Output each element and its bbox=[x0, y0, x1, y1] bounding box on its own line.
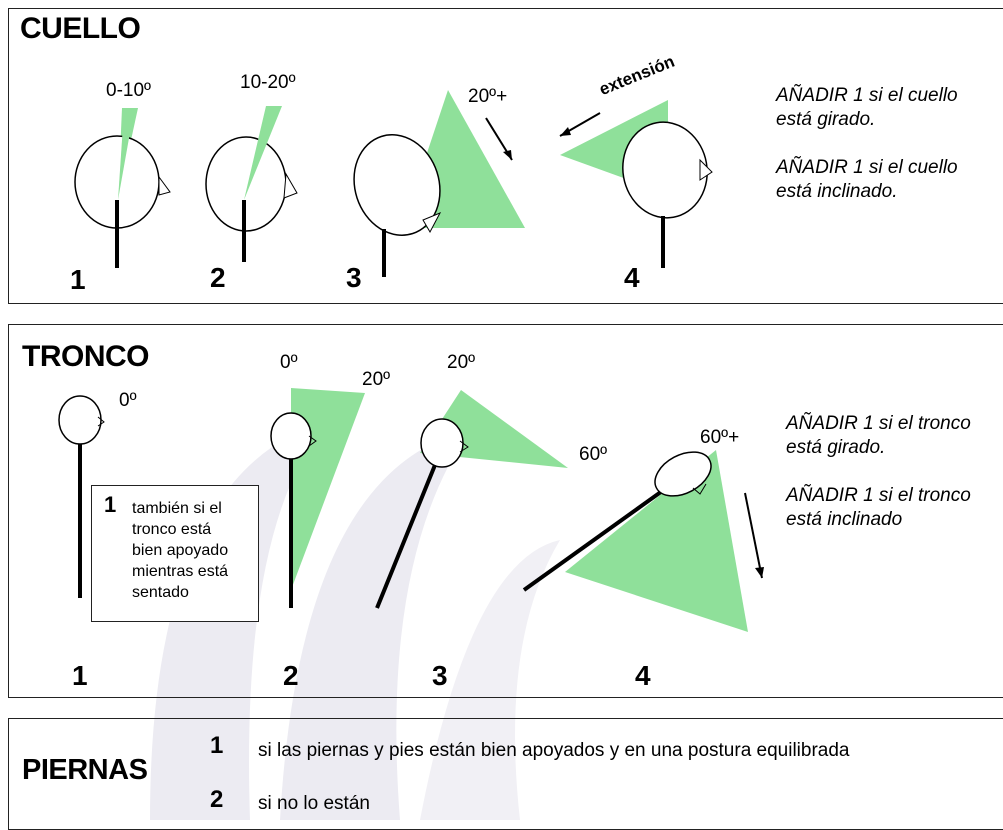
tronco-angle-3b: 60º bbox=[579, 444, 608, 465]
tronco-figure-4 bbox=[522, 450, 764, 632]
piernas-item-1-number: 1 bbox=[210, 732, 224, 759]
cuello-notes: AÑADIR 1 si el cuello está girado. AÑADI… bbox=[776, 84, 991, 204]
cuello-number-2: 2 bbox=[210, 262, 226, 293]
tronco-number-4: 4 bbox=[635, 660, 651, 691]
piernas-panel bbox=[8, 718, 1003, 830]
cuello-angle-2: 10-20º bbox=[240, 72, 296, 93]
tronco-number-2: 2 bbox=[283, 660, 299, 691]
cuello-note-girado: AÑADIR 1 si el cuello está girado. bbox=[776, 85, 958, 130]
cuello-figure-4 bbox=[559, 100, 713, 268]
cuello-number-3: 3 bbox=[346, 262, 362, 293]
piernas-item-1-text: si las piernas y pies están bien apoyado… bbox=[258, 740, 850, 761]
tronco-number-1: 1 bbox=[72, 660, 88, 691]
tronco-note-girado: AÑADIR 1 si el tronco está girado. bbox=[786, 413, 971, 458]
tronco-angle-1: 0º bbox=[119, 390, 137, 411]
tronco-notes: AÑADIR 1 si el tronco está girado. AÑADI… bbox=[786, 412, 1001, 532]
cuello-figures bbox=[74, 90, 713, 277]
piernas-item-2-number: 2 bbox=[210, 786, 224, 813]
tronco-angle-3a: 20º bbox=[447, 352, 476, 373]
tronco-angle-4: 60º+ bbox=[700, 427, 740, 448]
tronco-number-3: 3 bbox=[432, 660, 448, 691]
tronco-angle-2b: 20º bbox=[362, 369, 391, 390]
tronco-box-text: también si el tronco está bien apoyado m… bbox=[132, 500, 229, 601]
tronco-figure-3 bbox=[375, 390, 568, 609]
tronco-note-inclinado: AÑADIR 1 si el tronco está inclinado bbox=[786, 485, 971, 530]
cuello-number-4: 4 bbox=[624, 262, 640, 293]
cuello-angle-3: 20º+ bbox=[468, 86, 508, 107]
tronco-supported-box: 1 también si el tronco está bien apoyado… bbox=[91, 485, 259, 622]
cuello-figure-1 bbox=[74, 108, 171, 268]
tronco-title: TRONCO bbox=[22, 340, 150, 373]
cuello-number-1: 1 bbox=[70, 264, 86, 295]
cuello-figure-3 bbox=[353, 90, 525, 277]
cuello-figure-2 bbox=[205, 106, 298, 262]
cuello-note-inclinado: AÑADIR 1 si el cuello está inclinado. bbox=[776, 157, 958, 202]
cuello-angle-1: 0-10º bbox=[106, 80, 151, 101]
piernas-title: PIERNAS bbox=[22, 754, 148, 786]
tronco-box-number: 1 bbox=[104, 492, 117, 517]
piernas-item-2-text: si no lo están bbox=[258, 793, 370, 814]
cuello-panel bbox=[8, 8, 1003, 304]
tronco-figure-2 bbox=[270, 388, 365, 608]
tronco-figures bbox=[58, 388, 764, 632]
tronco-panel bbox=[8, 324, 1003, 698]
tronco-figure-1 bbox=[58, 395, 105, 598]
tronco-angle-2a: 0º bbox=[280, 352, 298, 373]
cuello-title: CUELLO bbox=[20, 12, 141, 45]
